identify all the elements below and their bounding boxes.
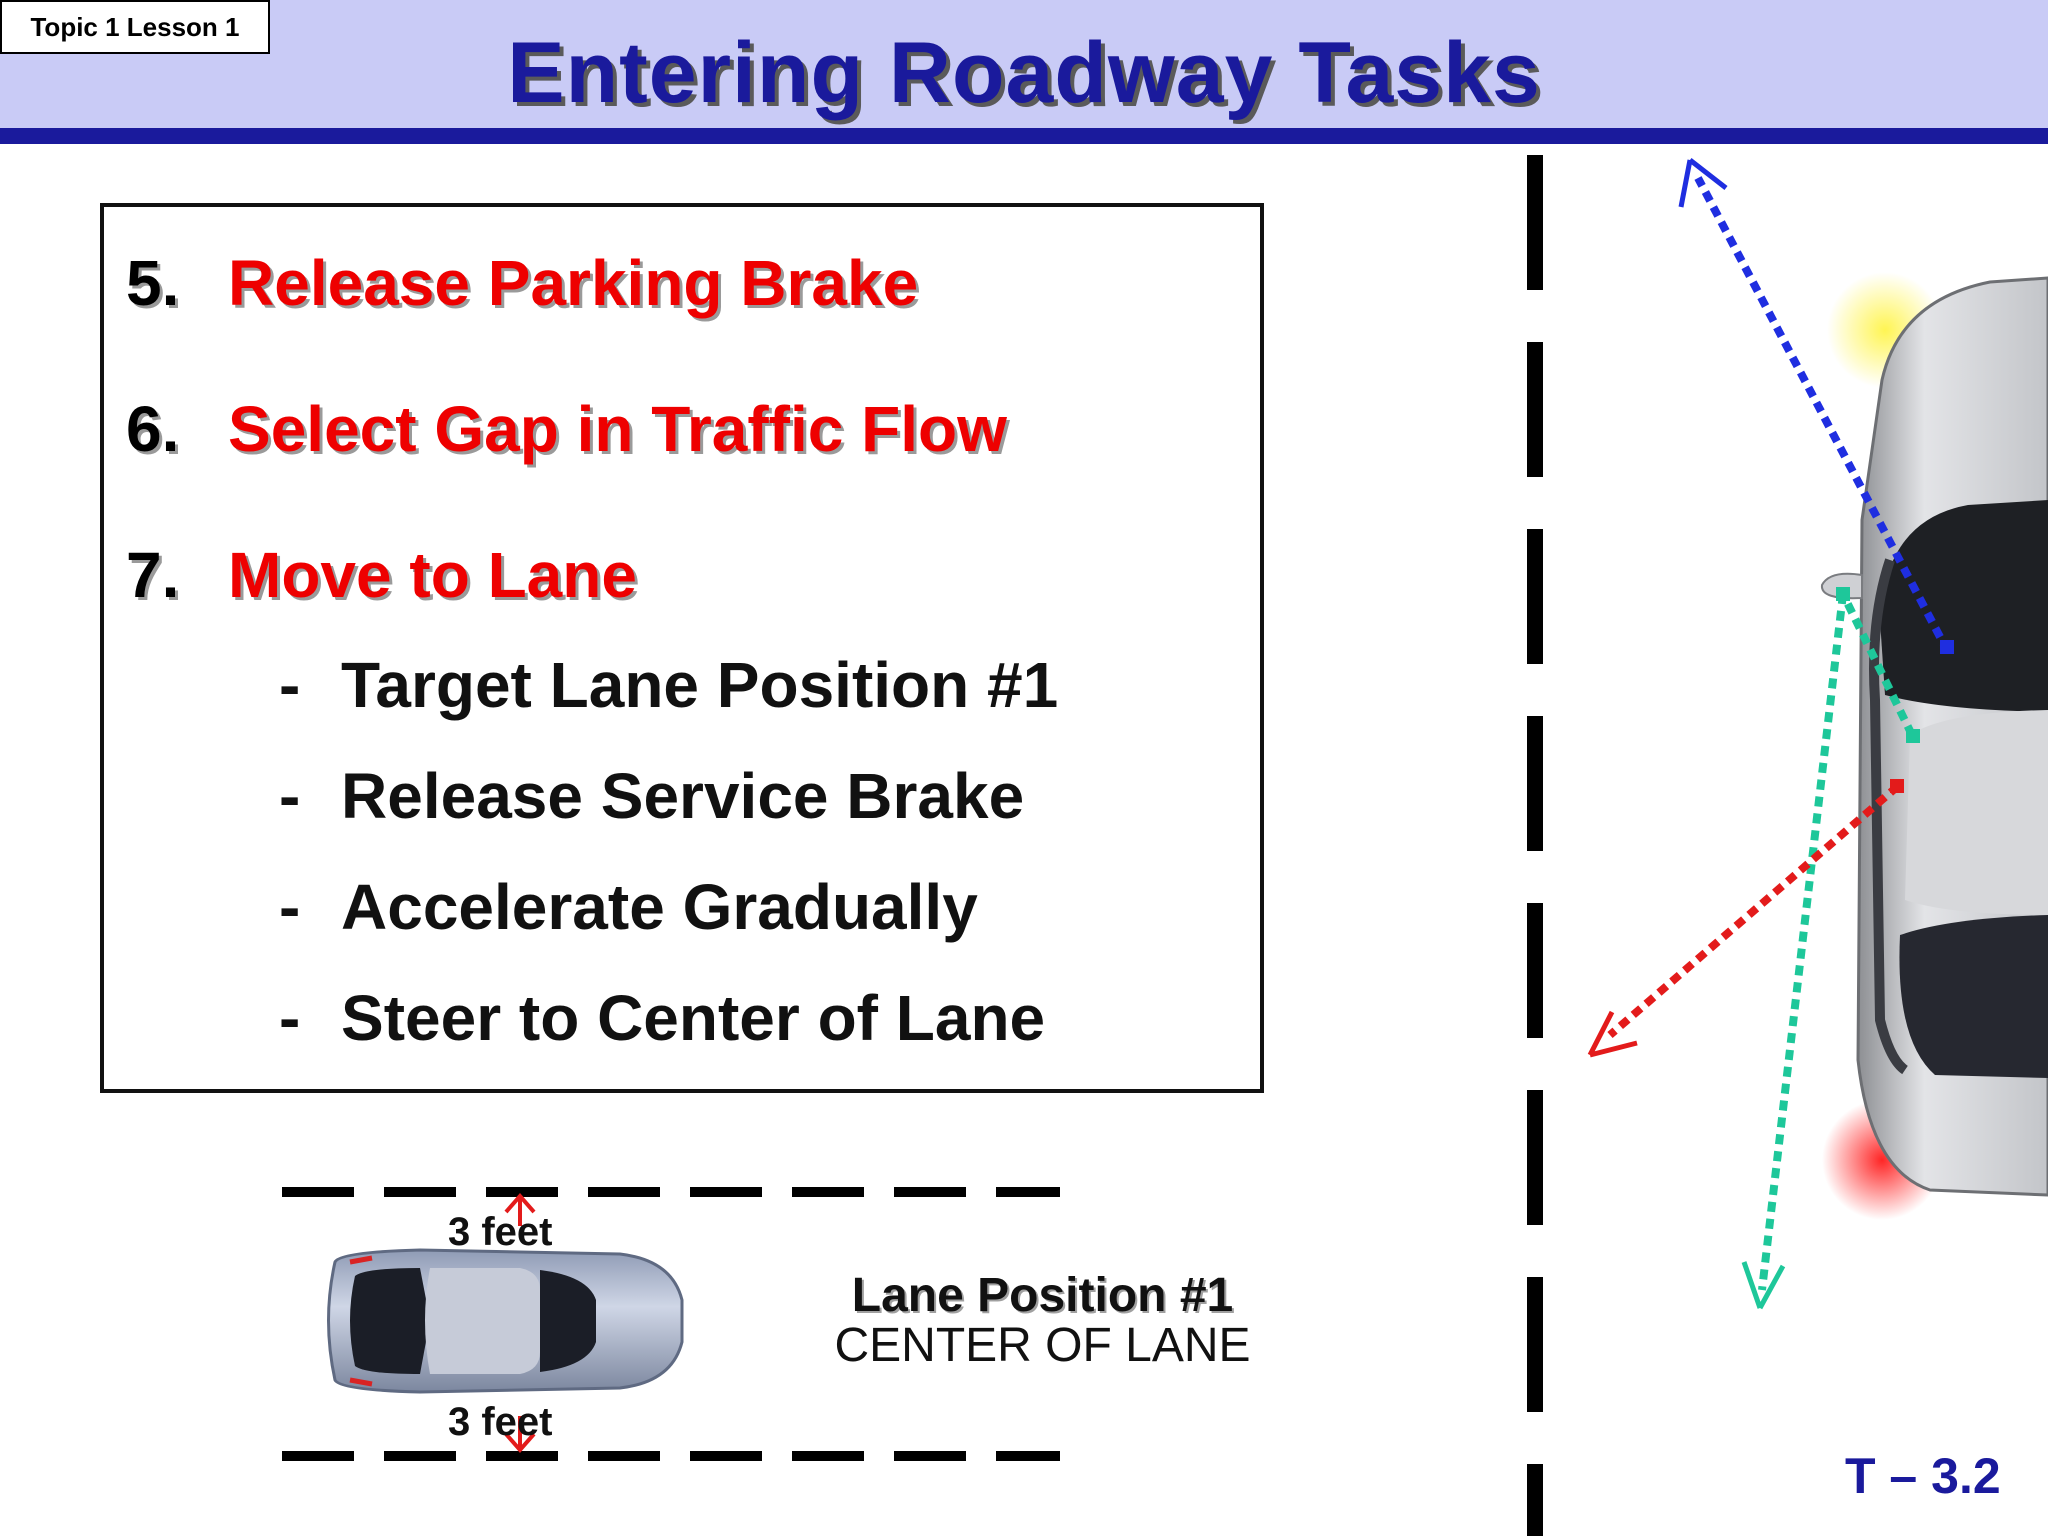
turn-signal-glow xyxy=(1827,272,1943,388)
red-arrowhead xyxy=(1587,1010,1638,1058)
parked-car xyxy=(1820,272,2048,1220)
step-5: 5. Release Parking Brake xyxy=(126,243,918,323)
lane-car xyxy=(327,1248,684,1394)
side-mirror xyxy=(1820,572,1863,600)
blue-sightline-arrow xyxy=(1694,176,1952,654)
step-text: Move to Lane xyxy=(228,539,637,611)
slide-code: T – 3.2 xyxy=(1845,1448,2001,1504)
substep-text: Steer to Center of Lane xyxy=(341,982,1046,1054)
lane-position-title: Lane Position #1 xyxy=(851,1269,1234,1322)
windshield xyxy=(1880,500,2048,712)
red-sightline-arrow xyxy=(1607,782,1901,1039)
bottom-clearance-label: 3 feet xyxy=(448,1400,553,1444)
substep-target-lane: -Target Lane Position #1 xyxy=(279,645,1058,725)
step-6: 6. Select Gap in Traffic Flow xyxy=(126,389,1007,469)
step-text: Select Gap in Traffic Flow xyxy=(228,393,1007,465)
substep-text: Target Lane Position #1 xyxy=(341,649,1059,721)
step-7: 7. Move to Lane xyxy=(126,535,637,615)
step-number: 5. xyxy=(126,247,180,319)
lane-position-subtitle: CENTER OF LANE xyxy=(834,1319,1251,1372)
header-band xyxy=(0,0,2048,128)
blue-arrowhead xyxy=(1678,158,1728,208)
substep-accelerate: -Accelerate Gradually xyxy=(279,867,978,947)
rear-window xyxy=(1899,915,2048,1078)
step-number: 6. xyxy=(126,393,180,465)
brake-light-glow xyxy=(1822,1100,1942,1220)
green-sightline-arrows xyxy=(1758,592,1916,1291)
substep-release-brake: -Release Service Brake xyxy=(279,756,1024,836)
step-number: 7. xyxy=(126,539,180,611)
topic-label: Topic 1 Lesson 1 xyxy=(0,0,270,54)
road-center-line xyxy=(1527,155,1543,1536)
slide-title: Entering Roadway Tasks xyxy=(507,25,1541,121)
header-rule xyxy=(0,128,2048,144)
substep-dash: - xyxy=(279,649,301,721)
top-clearance-label: 3 feet xyxy=(448,1210,553,1254)
substep-text: Accelerate Gradually xyxy=(341,871,978,943)
substep-steer-center: -Steer to Center of Lane xyxy=(279,978,1045,1058)
steps-box: 5. Release Parking Brake 6. Select Gap in … xyxy=(100,203,1264,1093)
lane-line-bottom xyxy=(282,1451,1060,1461)
roof xyxy=(1905,710,2048,915)
substep-dash: - xyxy=(279,982,301,1054)
green-arrowhead xyxy=(1741,1261,1786,1310)
substep-dash: - xyxy=(279,871,301,943)
step-text: Release Parking Brake xyxy=(228,247,919,319)
substep-text: Release Service Brake xyxy=(341,760,1025,832)
lane-line-top xyxy=(282,1187,1060,1197)
substep-dash: - xyxy=(279,760,301,832)
